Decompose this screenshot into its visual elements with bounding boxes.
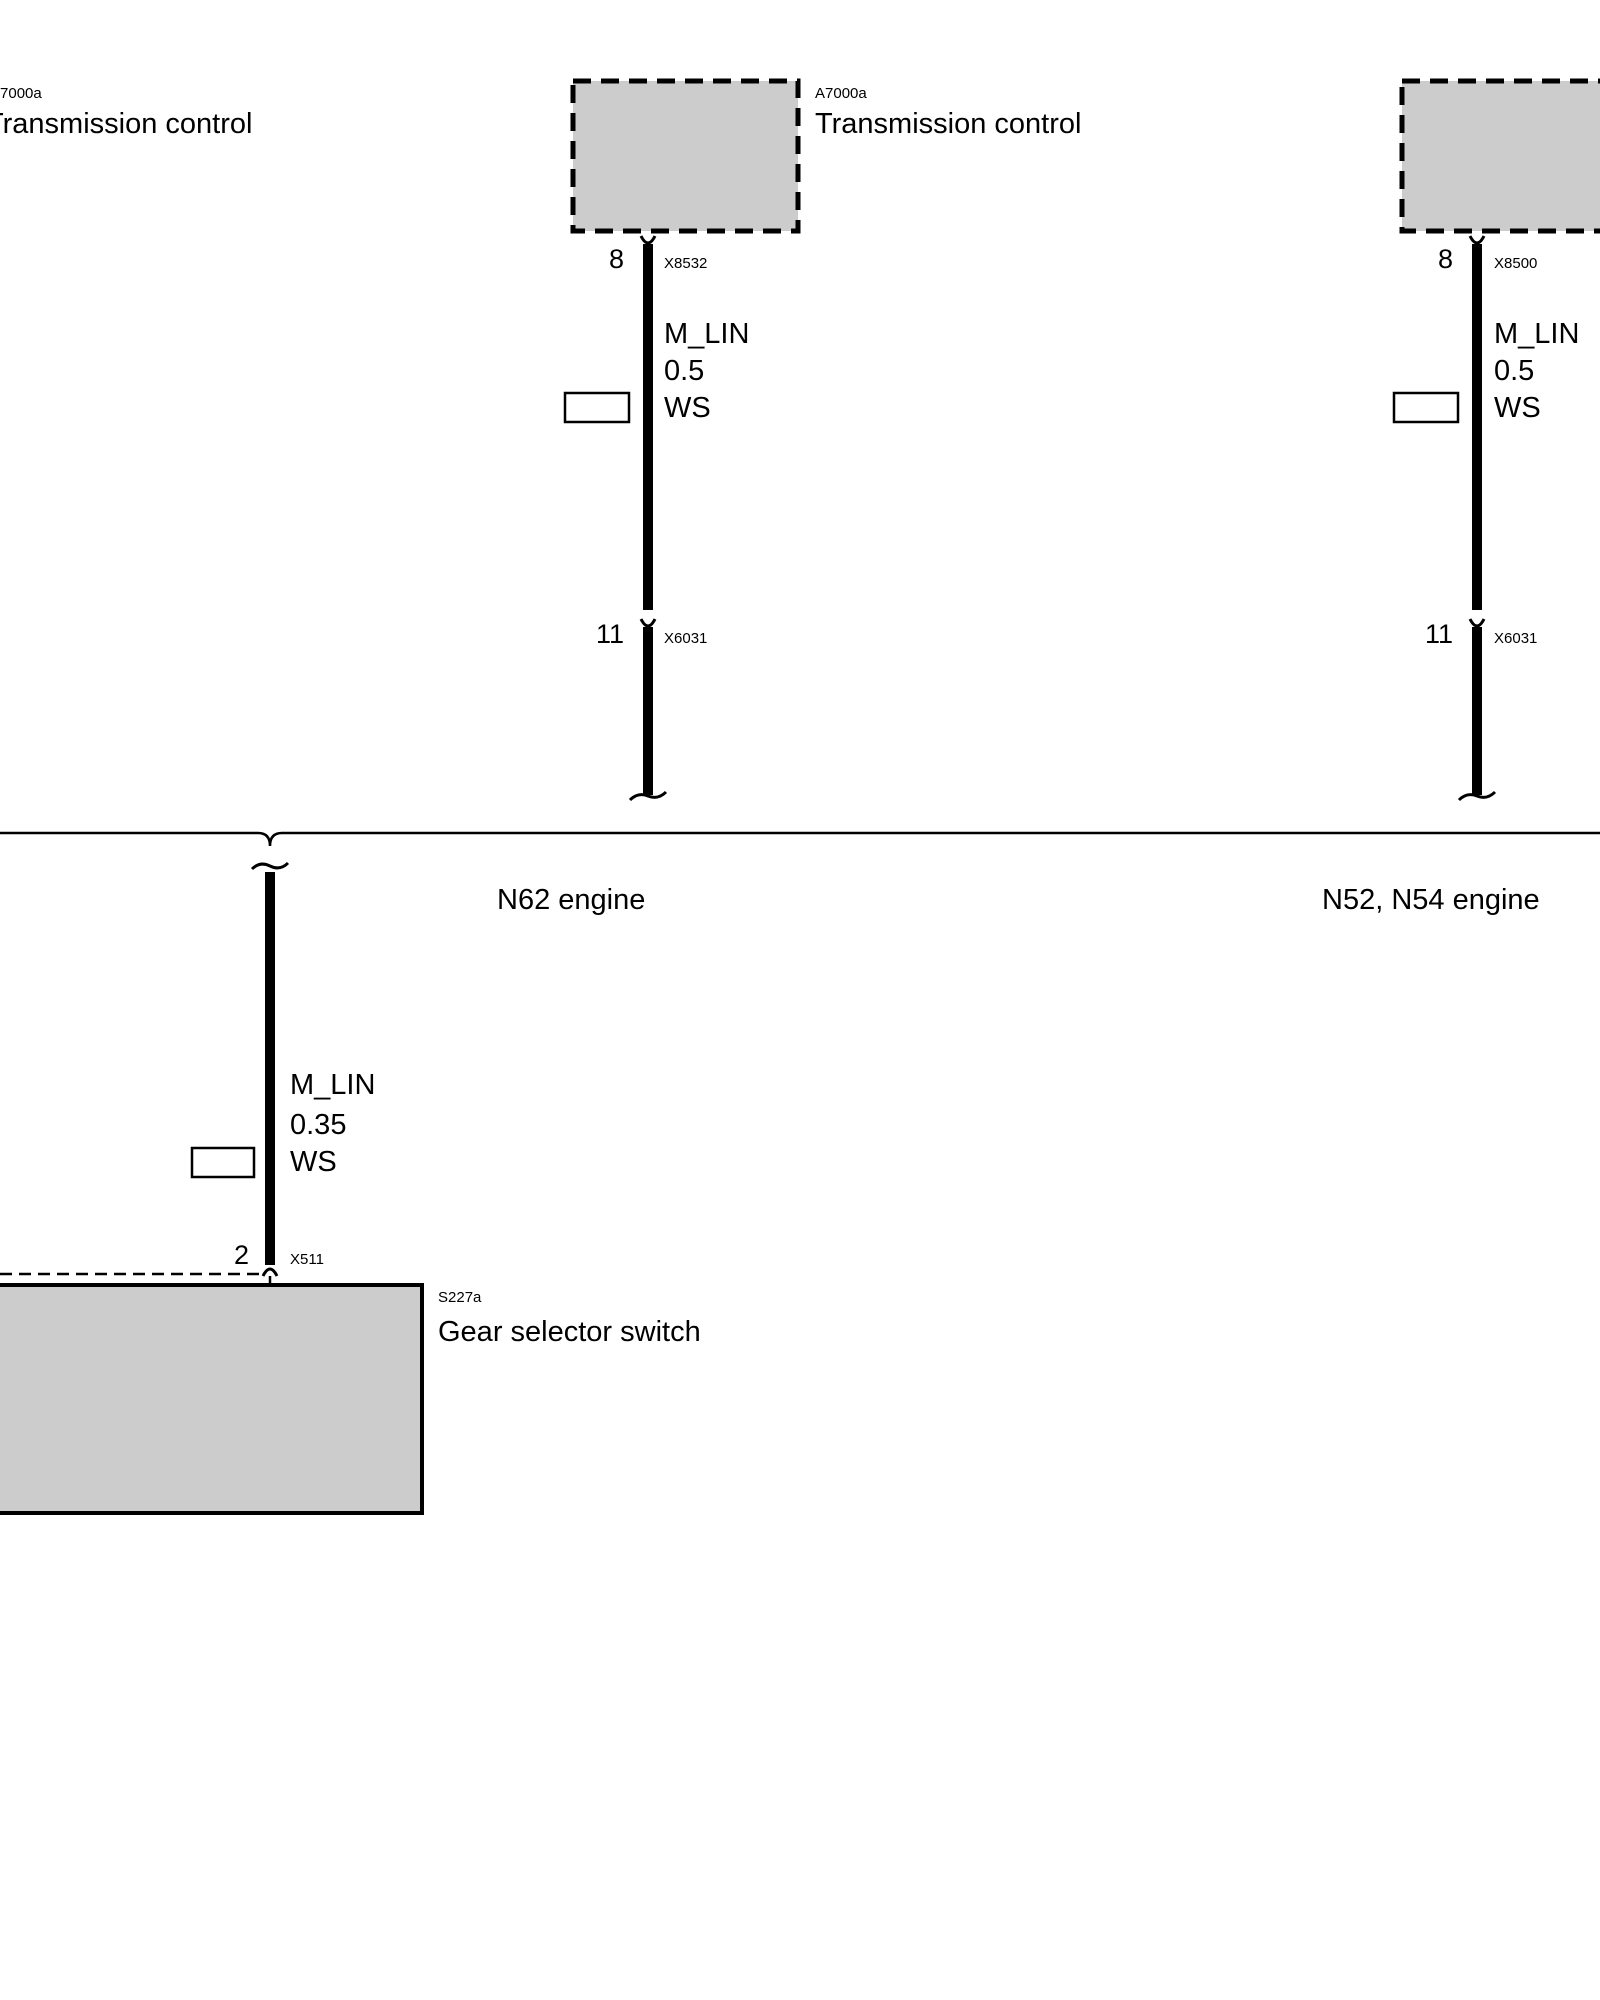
connector-x8500: X8500: [1494, 255, 1537, 272]
connector-arc-x6031-n62: [639, 618, 657, 628]
connector-x511: X511: [290, 1251, 324, 1268]
component-name-transmission-control: Transmission control: [815, 108, 1081, 140]
pin-11-n52: 11: [1425, 619, 1453, 649]
wire-color-n52: WS: [1494, 392, 1541, 424]
connector-x6031-n52: X6031: [1494, 630, 1537, 647]
transmission-control-module-n52: [1399, 78, 1600, 234]
wire-color-lower: WS: [290, 1146, 337, 1178]
transmission-control-module-n62: [570, 78, 801, 234]
pin-8-n52: 8: [1438, 244, 1453, 274]
gear-selector-switch: [0, 1283, 424, 1515]
left-component-id: A7000a: [0, 85, 42, 102]
wire-color-marker-lower: [190, 1146, 256, 1179]
wire-color-marker-n62: [563, 391, 631, 424]
wire-break-n62: [628, 790, 668, 802]
connector-x6031-n62: X6031: [664, 630, 707, 647]
pin-2: 2: [234, 1240, 249, 1270]
pin-8-n62: 8: [609, 244, 624, 274]
connector-arc-x6031-n52: [1468, 618, 1486, 628]
wire-break-n52: [1457, 790, 1497, 802]
signal-m-lin-n62: M_LIN: [664, 318, 749, 350]
component-id-s227a: S227a: [438, 1289, 482, 1306]
left-component-name: Transmission control: [0, 108, 252, 140]
component-id-a7000a: A7000a: [815, 85, 867, 102]
connector-arc-x511: [261, 1267, 279, 1277]
cross-section-n52: 0.5: [1494, 355, 1534, 387]
pin-11-n62: 11: [596, 619, 624, 649]
wire-color-marker-n52: [1392, 391, 1460, 424]
signal-m-lin-lower: M_LIN: [290, 1069, 375, 1101]
component-name-gear-selector-switch: Gear selector switch: [438, 1316, 701, 1348]
cross-section-n62: 0.5: [664, 355, 704, 387]
variant-label-n62: N62 engine: [497, 884, 645, 916]
connector-arc-x8532: [639, 235, 657, 245]
cross-section-lower: 0.35: [290, 1109, 346, 1141]
signal-m-lin-n52: M_LIN: [1494, 318, 1579, 350]
variant-brace-line: [0, 831, 1600, 847]
variant-label-n52-n54: N52, N54 engine: [1322, 884, 1540, 916]
connector-x8532: X8532: [664, 255, 707, 272]
wire-color-n62: WS: [664, 392, 711, 424]
connector-arc-x8500: [1468, 235, 1486, 245]
wire-break-lower: [250, 861, 290, 871]
